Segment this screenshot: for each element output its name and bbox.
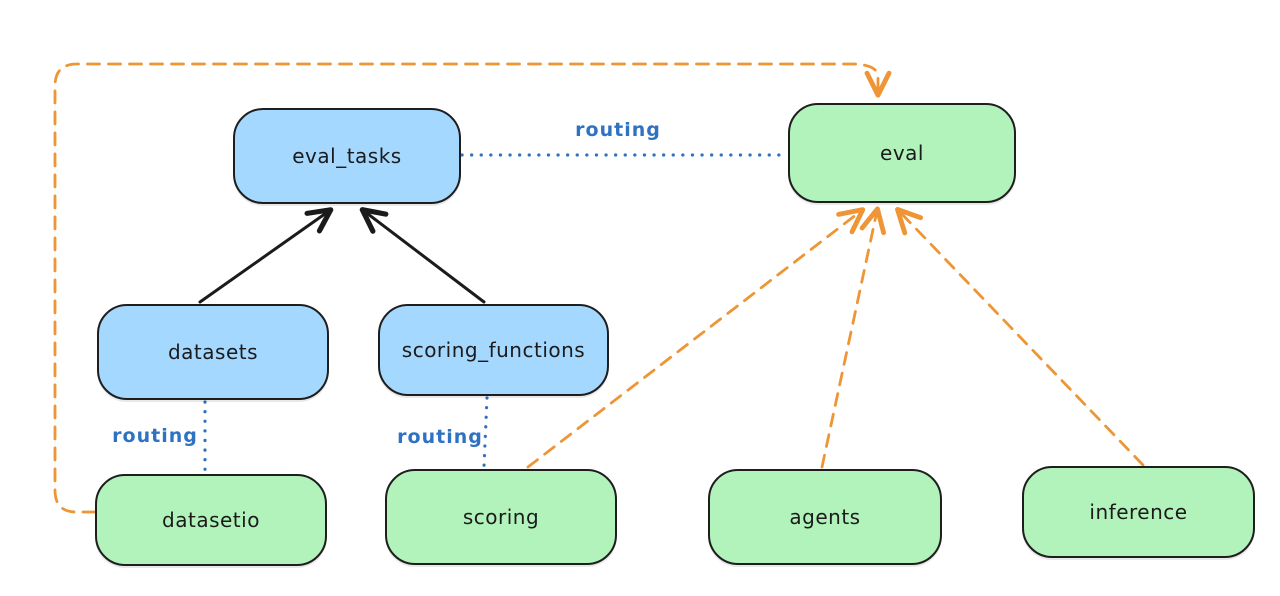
node-scoring-functions: scoring_functions bbox=[378, 304, 609, 396]
node-eval-tasks: eval_tasks bbox=[233, 108, 461, 204]
node-inference-label: inference bbox=[1089, 500, 1188, 524]
node-datasetio-label: datasetio bbox=[162, 508, 260, 532]
node-eval-label: eval bbox=[880, 141, 924, 165]
node-datasetio: datasetio bbox=[95, 474, 327, 566]
node-eval: eval bbox=[788, 103, 1016, 203]
edge-scoring-functions-to-eval-tasks bbox=[359, 207, 486, 304]
node-scoring-functions-label: scoring_functions bbox=[401, 338, 586, 362]
node-scoring-label: scoring bbox=[462, 505, 540, 529]
node-agents: agents bbox=[708, 469, 942, 565]
node-inference: inference bbox=[1022, 466, 1255, 558]
edge-label-routing-middle: routing bbox=[397, 426, 483, 448]
edge-agents-to-eval bbox=[820, 206, 887, 469]
edge-datasets-to-eval-tasks bbox=[198, 207, 334, 304]
node-agents-label: agents bbox=[789, 505, 861, 529]
node-datasets-label: datasets bbox=[167, 340, 259, 364]
node-scoring: scoring bbox=[385, 469, 617, 565]
edge-inference-to-eval bbox=[895, 206, 1145, 467]
node-datasets: datasets bbox=[97, 304, 329, 400]
edge-label-routing-top: routing bbox=[575, 119, 661, 141]
edge-scoring-functions-to-scoring-routing bbox=[482, 396, 489, 469]
node-eval-tasks-label: eval_tasks bbox=[292, 144, 402, 168]
edge-label-routing-left: routing bbox=[112, 425, 198, 447]
